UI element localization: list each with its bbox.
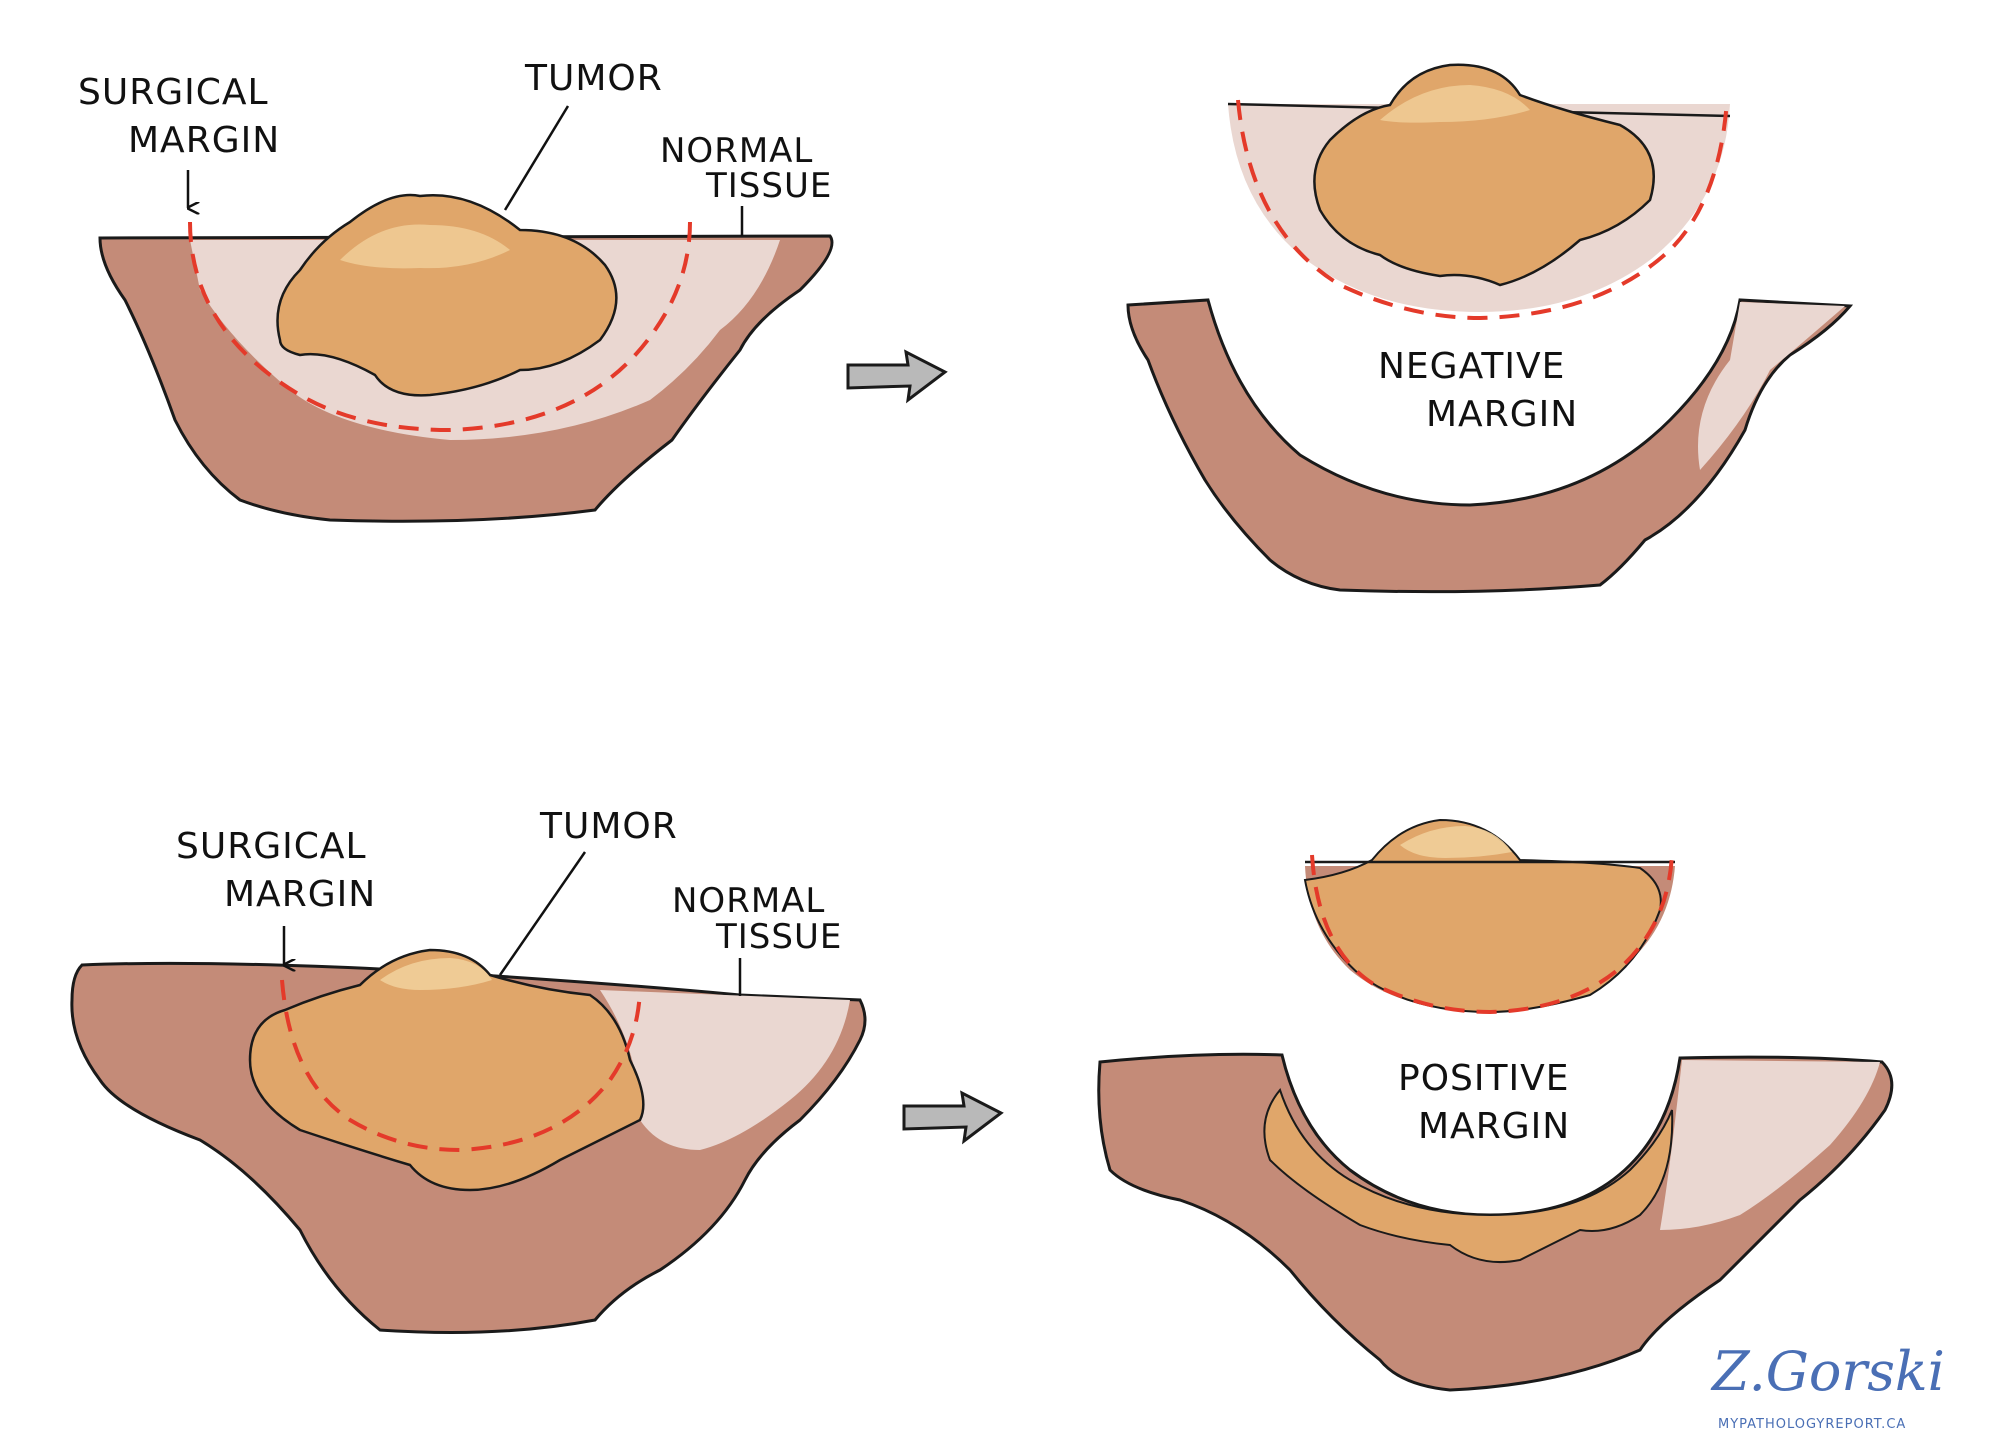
normal-tissue-inner-light-bottom [600,990,850,1150]
excised-margin-line [1236,99,1729,321]
label-positive-margin: MARGIN [1418,1106,1570,1147]
excised-margin-line-bottom [1310,854,1674,1015]
process-arrow-bottom [902,1090,1004,1145]
tumor-highlight-bottom [380,958,492,990]
label-margin-bottom: MARGIN [224,874,376,915]
excised-tumor-highlight [1380,85,1530,123]
label-tumor: TUMOR [524,58,663,99]
tumor-highlight [340,224,510,269]
remaining-tissue-light-bottom [1660,1060,1880,1230]
label-surgical: SURGICAL [78,72,269,113]
remaining-tissue-light [1698,302,1845,470]
top-left-labels: SURGICAL MARGIN TUMOR NORMAL TISSUE [78,58,832,236]
label-tissue: TISSUE [705,166,832,206]
label-margin: MARGIN [128,120,280,161]
surgical-margin-line-bottom [280,979,642,1153]
label-surgical-bottom: SURGICAL [176,826,367,867]
top-right-excised-specimen [1227,63,1731,321]
signature-logo: Z.Gorski MYPATHOLOGYREPORT.CA [1710,1340,1945,1432]
excised-tumor-highlight-bottom [1400,826,1512,858]
bottom-right-excised-specimen [1303,818,1675,1015]
top-right-remaining-tissue: NEGATIVE MARGIN [1126,298,1854,594]
label-normal-bottom: NORMAL [672,881,825,921]
process-arrow-top [846,349,948,404]
label-positive: POSITIVE [1398,1058,1570,1099]
label-negative-margin: MARGIN [1426,394,1578,435]
tumor-leader-line [503,105,570,211]
label-tumor-bottom: TUMOR [539,806,678,847]
bottom-right-remaining-tissue: POSITIVE MARGIN [1097,1052,1894,1392]
tumor-leader-line-bottom [498,851,587,976]
top-left-specimen [98,193,834,523]
label-negative: NEGATIVE [1378,346,1565,387]
signature-url: MYPATHOLOGYREPORT.CA [1718,1417,1906,1432]
bottom-left-specimen [70,948,867,1334]
label-tissue-bottom: TISSUE [715,917,842,957]
residual-tumor [1263,1087,1674,1264]
signature-name: Z.Gorski [1710,1340,1945,1403]
surgical-margin-line [188,221,692,433]
remaining-tissue-shape [1126,298,1854,594]
bottom-left-labels: SURGICAL MARGIN TUMOR NORMAL TISSUE [176,806,842,996]
label-normal: NORMAL [660,131,813,171]
